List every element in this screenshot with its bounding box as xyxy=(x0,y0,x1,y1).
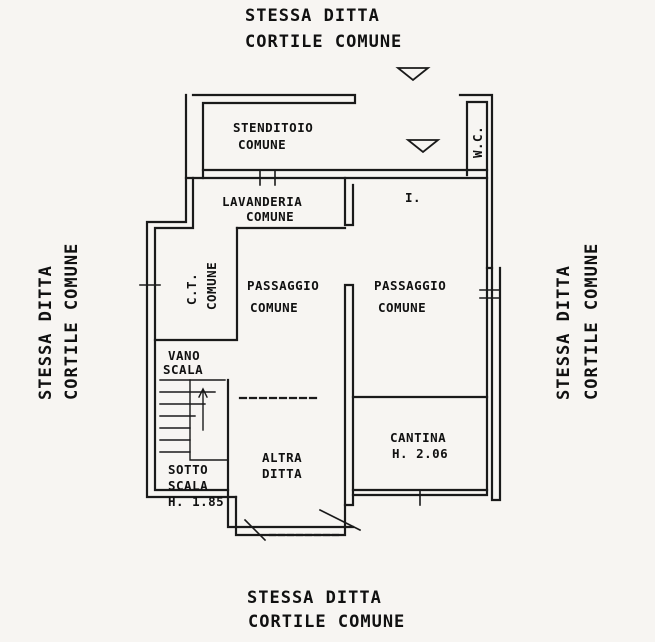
entrance-arrow xyxy=(395,67,431,82)
bottom-label-line2: CORTILE COMUNE xyxy=(248,612,406,632)
room-ct-line1: C.T. xyxy=(184,272,199,305)
room-cantina-line1: CANTINA xyxy=(390,430,447,445)
outer-wall xyxy=(458,93,494,270)
floor-mark: I. xyxy=(405,190,422,205)
room-sotto-scala-line3: H. 1.85 xyxy=(168,494,225,509)
room-passaggio-left-line1: PASSAGGIO xyxy=(247,278,320,293)
room-sotto-scala-line2: SCALA xyxy=(168,478,209,493)
top-label-line2: CORTILE COMUNE xyxy=(245,32,403,52)
bottom-label-line1: STESSA DITTA xyxy=(247,588,382,608)
room-passaggio-right-line2: COMUNE xyxy=(378,300,427,315)
left-label-line1: STESSA DITTA xyxy=(36,265,56,400)
room-wc: W.C. xyxy=(470,125,485,158)
outer-wall xyxy=(145,176,238,499)
room-ct-line2: COMUNE xyxy=(204,261,219,310)
top-label-line1: STESSA DITTA xyxy=(245,6,380,26)
room-altra-ditta-line2: DITTA xyxy=(262,466,303,481)
room-vano-scala-line1: VANO xyxy=(168,348,201,363)
left-label-line2: CORTILE COMUNE xyxy=(62,242,82,400)
room-altra-ditta-line1: ALTRA xyxy=(262,450,303,465)
room-passaggio-right-line1: PASSAGGIO xyxy=(374,278,447,293)
room-sotto-scala-line1: SOTTO xyxy=(168,462,209,477)
right-label-line1: STESSA DITTA xyxy=(554,265,574,400)
room-lavanderia-line2: COMUNE xyxy=(246,209,295,224)
room-stenditoio-line1: STENDITOIO xyxy=(233,120,314,135)
room-lavanderia-line1: LAVANDERIA xyxy=(222,194,303,209)
entrance-arrow xyxy=(405,139,441,154)
right-label-line2: CORTILE COMUNE xyxy=(582,242,602,400)
room-passaggio-left-line2: COMUNE xyxy=(250,300,299,315)
room-stenditoio-line2: COMUNE xyxy=(238,137,287,152)
room-cantina-line2: H. 2.06 xyxy=(392,446,449,461)
stair xyxy=(159,379,226,453)
partition-wall xyxy=(343,283,355,507)
room-vano-scala-line2: SCALA xyxy=(163,362,204,377)
